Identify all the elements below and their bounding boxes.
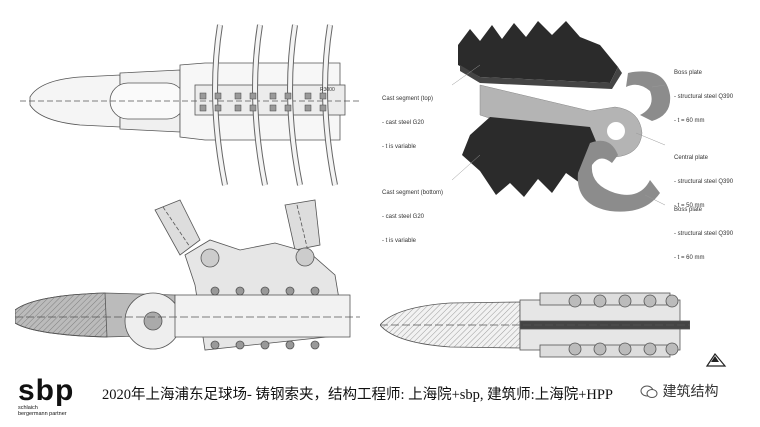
north-arrow-icon bbox=[705, 352, 727, 367]
drawing-tag: R3000 bbox=[320, 87, 335, 93]
callout-line: - cast steel G20 bbox=[382, 120, 425, 126]
caption: 2020年上海浦东足球场- 铸钢索夹，结构工程师: 上海院+sbp, 建筑师:上… bbox=[102, 387, 613, 403]
watermark-text: 建筑结构 bbox=[662, 384, 719, 400]
callout-line: - structural steel Q390 bbox=[674, 231, 734, 237]
cast-segment-bottom bbox=[462, 117, 600, 197]
callout-title: Central plate bbox=[674, 155, 709, 161]
callout-cast-bottom: Cast segment (bottom) - cast steel G20 -… bbox=[382, 173, 443, 253]
logo-line1: schlaich bbox=[18, 405, 38, 411]
sbp-logo: sbp schlaich bergermann partner bbox=[18, 374, 75, 418]
callout-title: Cast segment (bottom) bbox=[382, 190, 444, 196]
callout-line: - t = 50 mm bbox=[674, 203, 705, 209]
callout-line: - t is variable bbox=[382, 144, 417, 150]
callout-cast-top: Cast segment (top) - cast steel G20 - t … bbox=[382, 79, 433, 159]
wechat-icon bbox=[640, 385, 658, 398]
clamp-section-drawing bbox=[380, 292, 690, 358]
callout-line: - t = 60 mm bbox=[674, 118, 705, 124]
callout-title: Boss plate bbox=[674, 70, 703, 76]
callout-boss-top: Boss plate - structural steel Q390 - t =… bbox=[674, 53, 733, 133]
cast-segment-top bbox=[458, 21, 618, 83]
callout-title: Boss plate bbox=[674, 207, 703, 213]
exploded-view bbox=[451, 21, 671, 212]
callout-title: Cast segment (top) bbox=[382, 96, 434, 102]
callout-central: Central plate - structural steel Q390 - … bbox=[674, 138, 733, 218]
callout-boss-bottom: Boss plate - structural steel Q390 - t =… bbox=[674, 190, 733, 270]
clamp-elevation-drawing bbox=[15, 199, 360, 351]
callout-line: - t = 60 mm bbox=[674, 255, 705, 261]
callout-line: - cast steel G20 bbox=[382, 214, 425, 220]
clamp-plan-drawing: R3000 bbox=[20, 24, 360, 186]
logo-mark: sbp bbox=[18, 374, 75, 407]
watermark: 建筑结构 bbox=[640, 381, 718, 401]
boss-plate-bottom bbox=[577, 140, 660, 212]
callout-line: - structural steel Q390 bbox=[674, 179, 734, 185]
callout-line: - t is variable bbox=[382, 238, 417, 244]
boss-plate-top bbox=[626, 71, 671, 121]
callout-line: - structural steel Q390 bbox=[674, 94, 734, 100]
logo-line2: bergermann partner bbox=[18, 411, 67, 417]
